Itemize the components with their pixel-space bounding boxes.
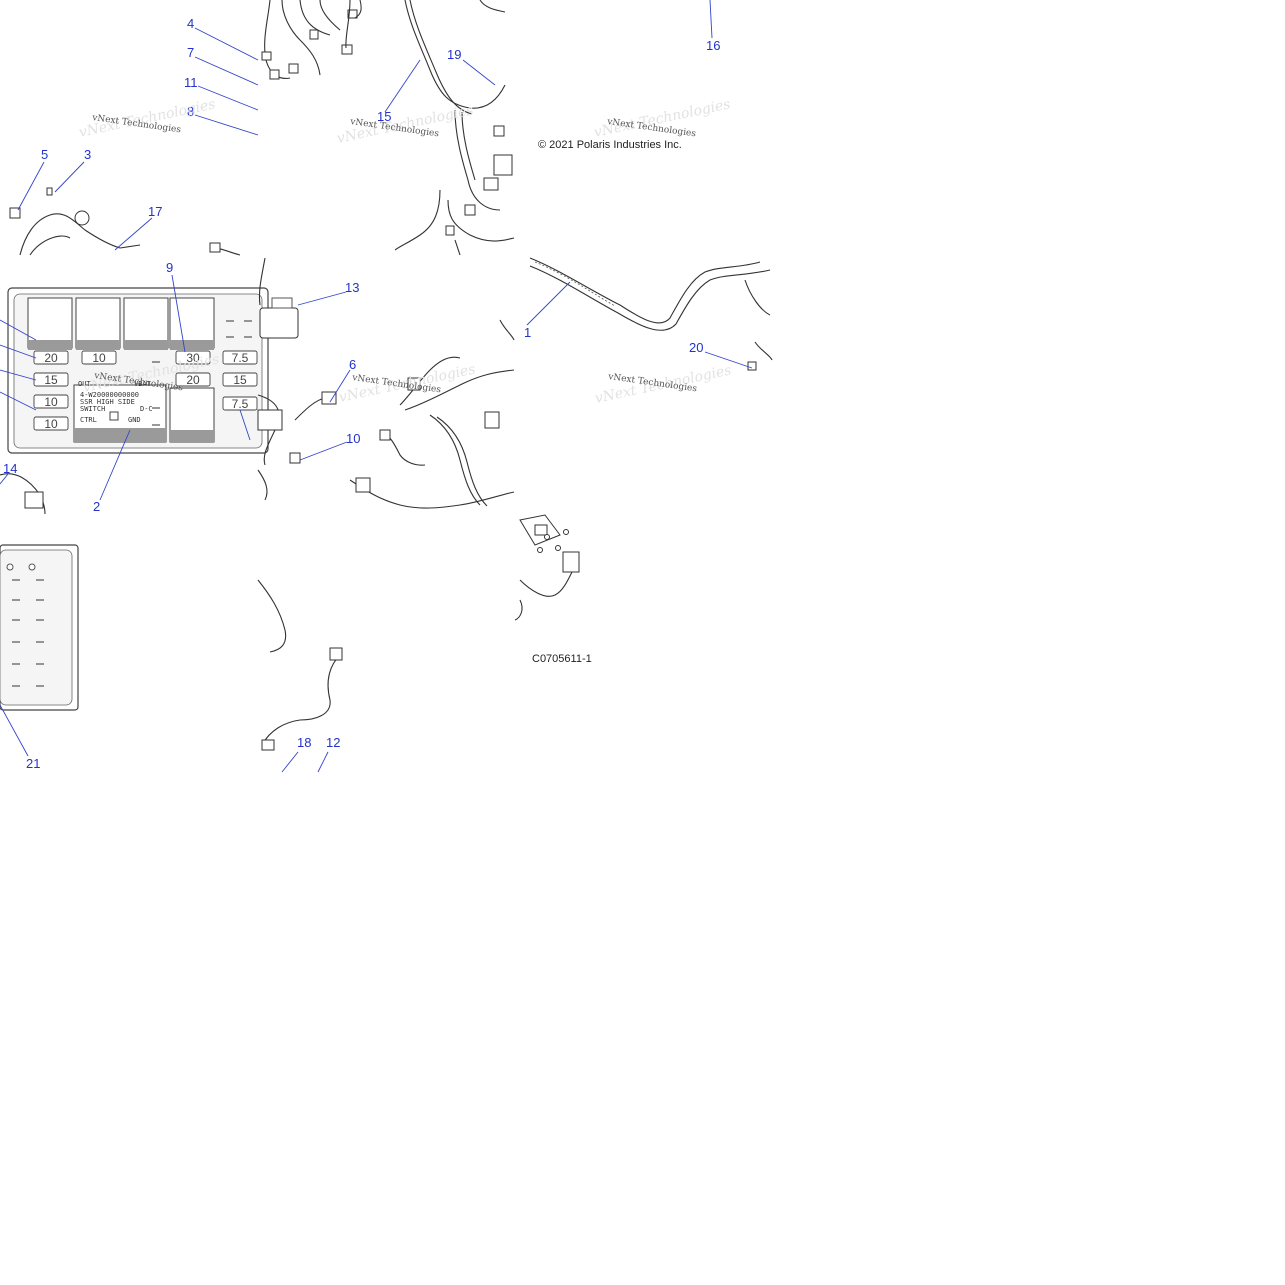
module-text-switch: SWITCH [80, 405, 105, 413]
harness-top-left [261, 0, 362, 80]
fuse-right-2: 15 [233, 373, 247, 387]
callout-3: 3 [84, 147, 91, 162]
fuse-right-3: 7.5 [232, 397, 249, 411]
fuse-right-1: 7.5 [232, 351, 249, 365]
callout-21: 21 [26, 756, 40, 771]
module-text-ssr: SSR HIGH SIDE [80, 398, 135, 406]
callout-12: 12 [326, 735, 340, 750]
copyright-notice: © 2021 Polaris Industries Inc. [538, 139, 682, 151]
callout-20: 20 [689, 340, 703, 355]
module-text-ctrl: CTRL [80, 416, 97, 424]
harness-center [257, 257, 515, 509]
module-text-gnd: GND [128, 416, 141, 424]
callout-6: 6 [349, 357, 356, 372]
callout-16: 16 [706, 38, 720, 53]
fuse-left-3: 10 [44, 395, 58, 409]
callout-13: 13 [345, 280, 359, 295]
fuse-box-lower [0, 544, 79, 711]
fuse-top-2: 30 [186, 351, 200, 365]
callout-8: 8 [187, 104, 194, 119]
fuse-box: 20 15 10 10 10 30 20 7.5 15 7.5 OUT VBAT… [0, 287, 269, 515]
conduit-right [529, 257, 773, 371]
module-text-dc: D-C [140, 405, 153, 413]
callout-1: 1 [524, 325, 531, 340]
callout-19: 19 [447, 47, 461, 62]
callout-5: 5 [41, 147, 48, 162]
module-text-out: OUT [78, 380, 91, 388]
fuse-top-3: 20 [186, 373, 200, 387]
fuse-left-4: 10 [44, 417, 58, 431]
callout-2: 2 [93, 499, 100, 514]
callout-18: 18 [297, 735, 311, 750]
module-text-part: 4-W20000000000 [80, 391, 139, 399]
leader-lines [0, 0, 753, 773]
callout-10: 10 [346, 431, 360, 446]
callout-15: 15 [377, 109, 391, 124]
callout-4: 4 [187, 16, 194, 31]
fuse-left-2: 15 [44, 373, 58, 387]
harness-bottom-right [514, 514, 580, 621]
fuse-top-1: 10 [92, 351, 106, 365]
harness-bottom-middle [257, 579, 343, 751]
callout-7: 7 [187, 45, 194, 60]
callout-9: 9 [166, 260, 173, 275]
fuse-left-1: 20 [44, 351, 58, 365]
module-text-vbat: VBAT [134, 380, 152, 388]
harness-left-small [9, 187, 241, 256]
figure-code: C0705611-1 [532, 653, 592, 665]
callout-11: 11 [184, 75, 198, 90]
callout-labels: 1 2 3 4 5 6 7 8 9 10 11 12 13 14 15 16 1… [3, 16, 720, 771]
callout-17: 17 [148, 204, 162, 219]
harness-top-middle [394, 0, 515, 256]
callout-14: 14 [3, 461, 17, 476]
